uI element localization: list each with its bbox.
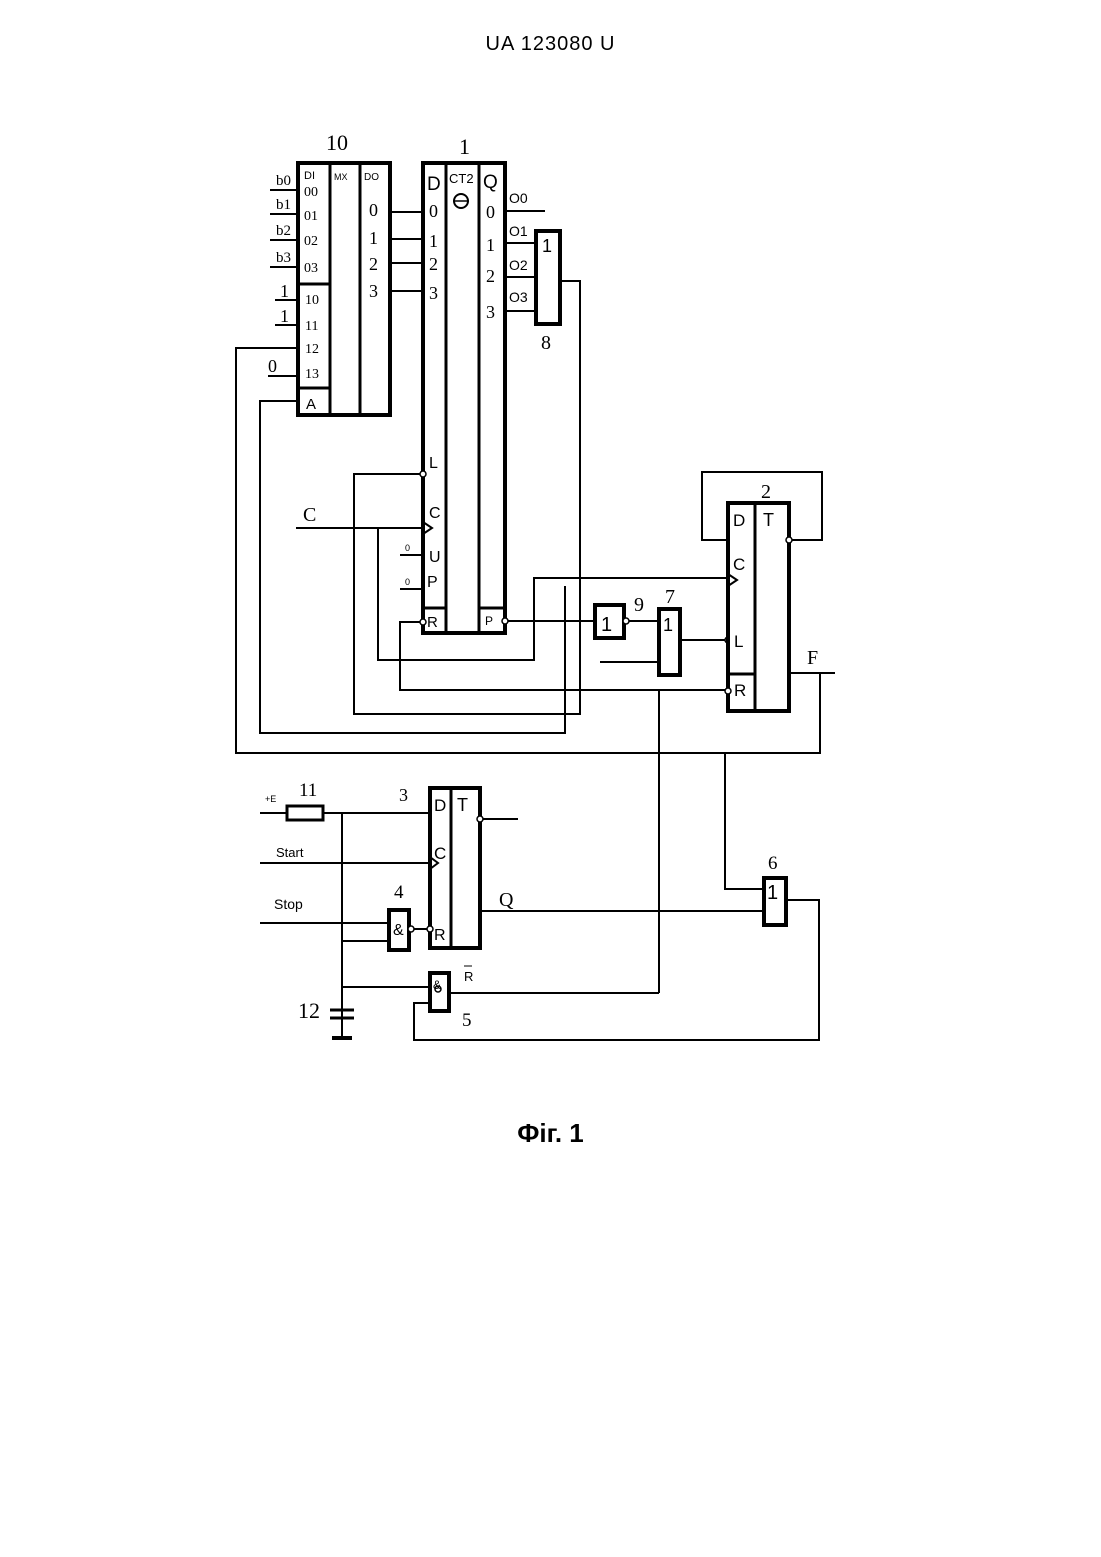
signal-b2: b2 bbox=[276, 223, 291, 239]
mux-input-00: 00 bbox=[304, 185, 318, 200]
trigger2-number: 2 bbox=[761, 481, 771, 503]
counter-u-label: U bbox=[429, 549, 441, 566]
trigger2-l-label: L bbox=[734, 632, 743, 651]
mux-input-12: 12 bbox=[305, 342, 319, 357]
or7-symbol: 1 bbox=[663, 615, 673, 635]
mux-mx-label: MX bbox=[334, 172, 348, 182]
counter-type-label: CT2 bbox=[449, 171, 474, 186]
mux-to-counter-wires bbox=[390, 212, 423, 291]
signal-start: Start bbox=[276, 845, 304, 860]
mux-input-13: 13 bbox=[305, 367, 319, 382]
trigger2-r-label: R bbox=[734, 681, 746, 700]
trigger2-d-label: D bbox=[733, 511, 745, 530]
signal-b3: b3 bbox=[276, 250, 291, 266]
signal-b1: b1 bbox=[276, 197, 291, 213]
trigger3-number: 3 bbox=[399, 785, 408, 805]
signal-q: Q bbox=[499, 889, 514, 911]
or8-symbol: 1 bbox=[542, 236, 552, 256]
counter-d-pin-1: 1 bbox=[429, 231, 438, 251]
const-1-b: 1 bbox=[280, 306, 289, 326]
not9-symbol: 1 bbox=[601, 614, 612, 636]
counter-q-pin-1: 1 bbox=[486, 235, 495, 255]
and4-number: 4 bbox=[394, 882, 404, 903]
trigger3-r-label: R bbox=[434, 927, 446, 944]
not9-number: 9 bbox=[634, 594, 644, 616]
counter-q-pin-0: 0 bbox=[486, 202, 495, 222]
figure-caption: Фіг. 1 bbox=[0, 1118, 1101, 1149]
or6-symbol: 1 bbox=[767, 882, 778, 904]
or6-number: 6 bbox=[768, 853, 778, 874]
counter-p0-label: P bbox=[427, 574, 438, 591]
mux-number: 10 bbox=[326, 130, 348, 155]
trigger3-c-label: C bbox=[434, 844, 446, 863]
signal-f: F bbox=[807, 647, 818, 669]
trigger2-c-label: C bbox=[733, 555, 745, 574]
and5-symbol: & bbox=[433, 978, 441, 992]
and4-symbol: & bbox=[393, 922, 404, 939]
mux-address-label: A bbox=[306, 396, 316, 413]
output-o3: O3 bbox=[509, 289, 528, 305]
mux-input-01: 01 bbox=[304, 209, 318, 224]
counter-r-label: R bbox=[427, 614, 438, 631]
trigger3-d-label: D bbox=[434, 796, 446, 815]
counter-l-label: L bbox=[429, 455, 438, 472]
counter-p0-const: 0 bbox=[405, 577, 410, 587]
signal-b0: b0 bbox=[276, 173, 291, 189]
counter-d-pin-3: 3 bbox=[429, 283, 438, 303]
capacitor-number: 12 bbox=[298, 998, 320, 1023]
signal-stop: Stop bbox=[274, 896, 303, 912]
or8-number: 8 bbox=[541, 332, 551, 354]
trigger2-t-label: T bbox=[763, 510, 774, 530]
resistor-number: 11 bbox=[299, 780, 317, 801]
supply-label: +E bbox=[265, 794, 276, 804]
counter-u-const: 0 bbox=[405, 543, 410, 553]
counter-number: 1 bbox=[459, 134, 470, 159]
mux-output-2: 2 bbox=[369, 254, 378, 274]
output-o2: O2 bbox=[509, 257, 528, 273]
trigger-2 bbox=[728, 503, 789, 711]
mux-output-0: 0 bbox=[369, 200, 378, 220]
counter-q-pin-3: 3 bbox=[486, 302, 495, 322]
counter-p1-label: P bbox=[485, 614, 493, 628]
mux-input-02: 02 bbox=[304, 234, 318, 249]
mux-input-11: 11 bbox=[305, 319, 318, 334]
counter-c-label: C bbox=[429, 505, 441, 522]
mux-do-label: DO bbox=[364, 172, 379, 183]
counter-q-label: Q bbox=[483, 172, 498, 193]
mux-input-10: 10 bbox=[305, 293, 319, 308]
counter-d-label: D bbox=[427, 174, 441, 195]
signal-c: C bbox=[303, 504, 316, 526]
or7-number: 7 bbox=[665, 586, 675, 608]
counter-q-pin-2: 2 bbox=[486, 266, 495, 286]
output-o0: O0 bbox=[509, 190, 528, 206]
and5-number: 5 bbox=[462, 1010, 472, 1031]
const-1-a: 1 bbox=[280, 281, 289, 301]
signal-rbar: R bbox=[464, 969, 473, 984]
output-o1: O1 bbox=[509, 223, 528, 239]
const-0: 0 bbox=[268, 356, 277, 376]
mux-input-03: 03 bbox=[304, 261, 318, 276]
counter-d-pin-2: 2 bbox=[429, 254, 438, 274]
mux-di-label: DI bbox=[304, 170, 315, 182]
trigger3-t-label: T bbox=[457, 795, 468, 815]
mux-output-3: 3 bbox=[369, 281, 378, 301]
mux-output-1: 1 bbox=[369, 228, 378, 248]
counter-d-pin-0: 0 bbox=[429, 201, 438, 221]
